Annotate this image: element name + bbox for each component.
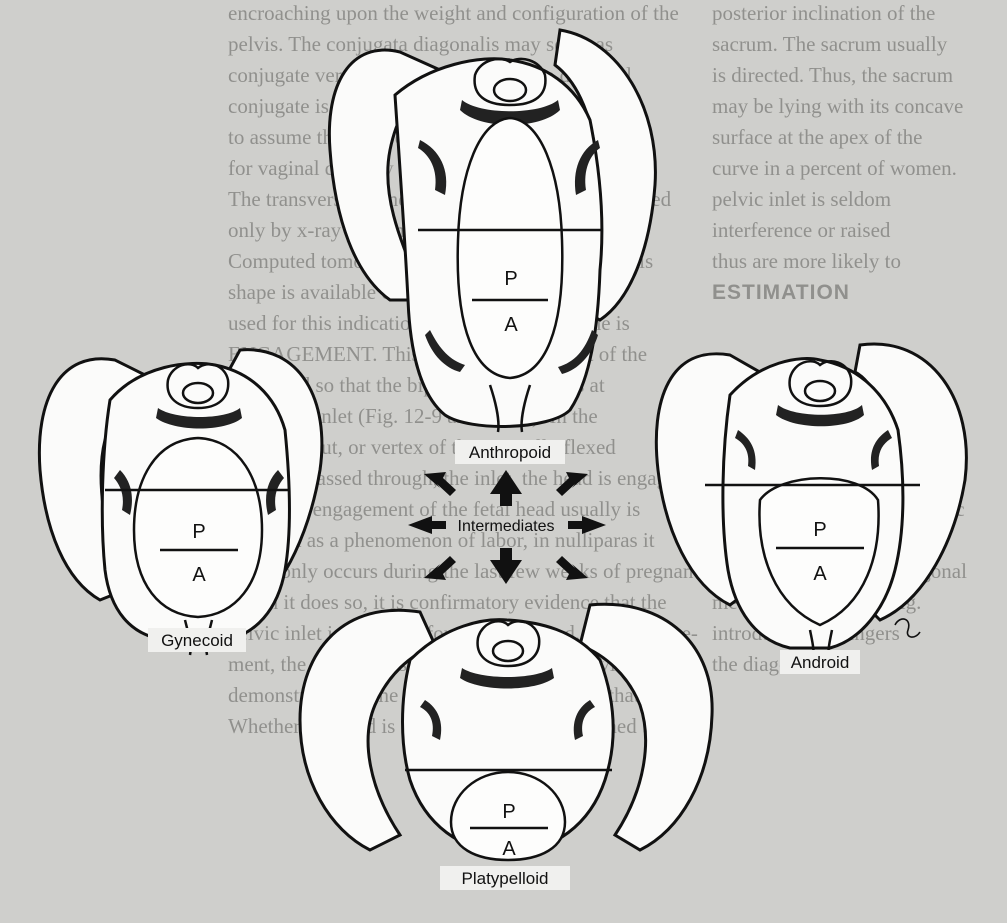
arrow-down-left-icon xyxy=(424,556,456,580)
anthropoid-p-letter: P xyxy=(504,268,517,290)
platypelloid-pelvis: P A xyxy=(300,604,712,860)
gynecoid-p-letter: P xyxy=(192,521,205,543)
arrow-up-right-icon xyxy=(556,472,588,496)
arrow-down-right-icon xyxy=(556,556,588,580)
platypelloid-label: Platypelloid xyxy=(462,869,549,888)
android-p-letter: P xyxy=(813,519,826,541)
android-a-letter: A xyxy=(813,563,827,585)
arrow-up-left-icon xyxy=(424,472,456,496)
gynecoid-label: Gynecoid xyxy=(161,631,233,650)
anthropoid-label: Anthropoid xyxy=(469,443,551,462)
platypelloid-a-letter: A xyxy=(502,838,516,860)
android-pelvis: P A xyxy=(656,344,966,662)
gynecoid-a-letter: A xyxy=(192,564,206,586)
anthropoid-pelvis: P A xyxy=(329,30,655,432)
intermediates-label: Intermediates xyxy=(458,518,555,535)
platypelloid-p-letter: P xyxy=(502,801,515,823)
arrow-down-icon xyxy=(490,548,522,584)
gynecoid-pelvis: P A xyxy=(39,350,322,655)
arrow-up-icon xyxy=(490,470,522,506)
android-label: Android xyxy=(791,653,850,672)
arrow-right-icon xyxy=(568,516,606,534)
anthropoid-a-letter: A xyxy=(504,314,518,336)
arrow-left-icon xyxy=(408,516,446,534)
